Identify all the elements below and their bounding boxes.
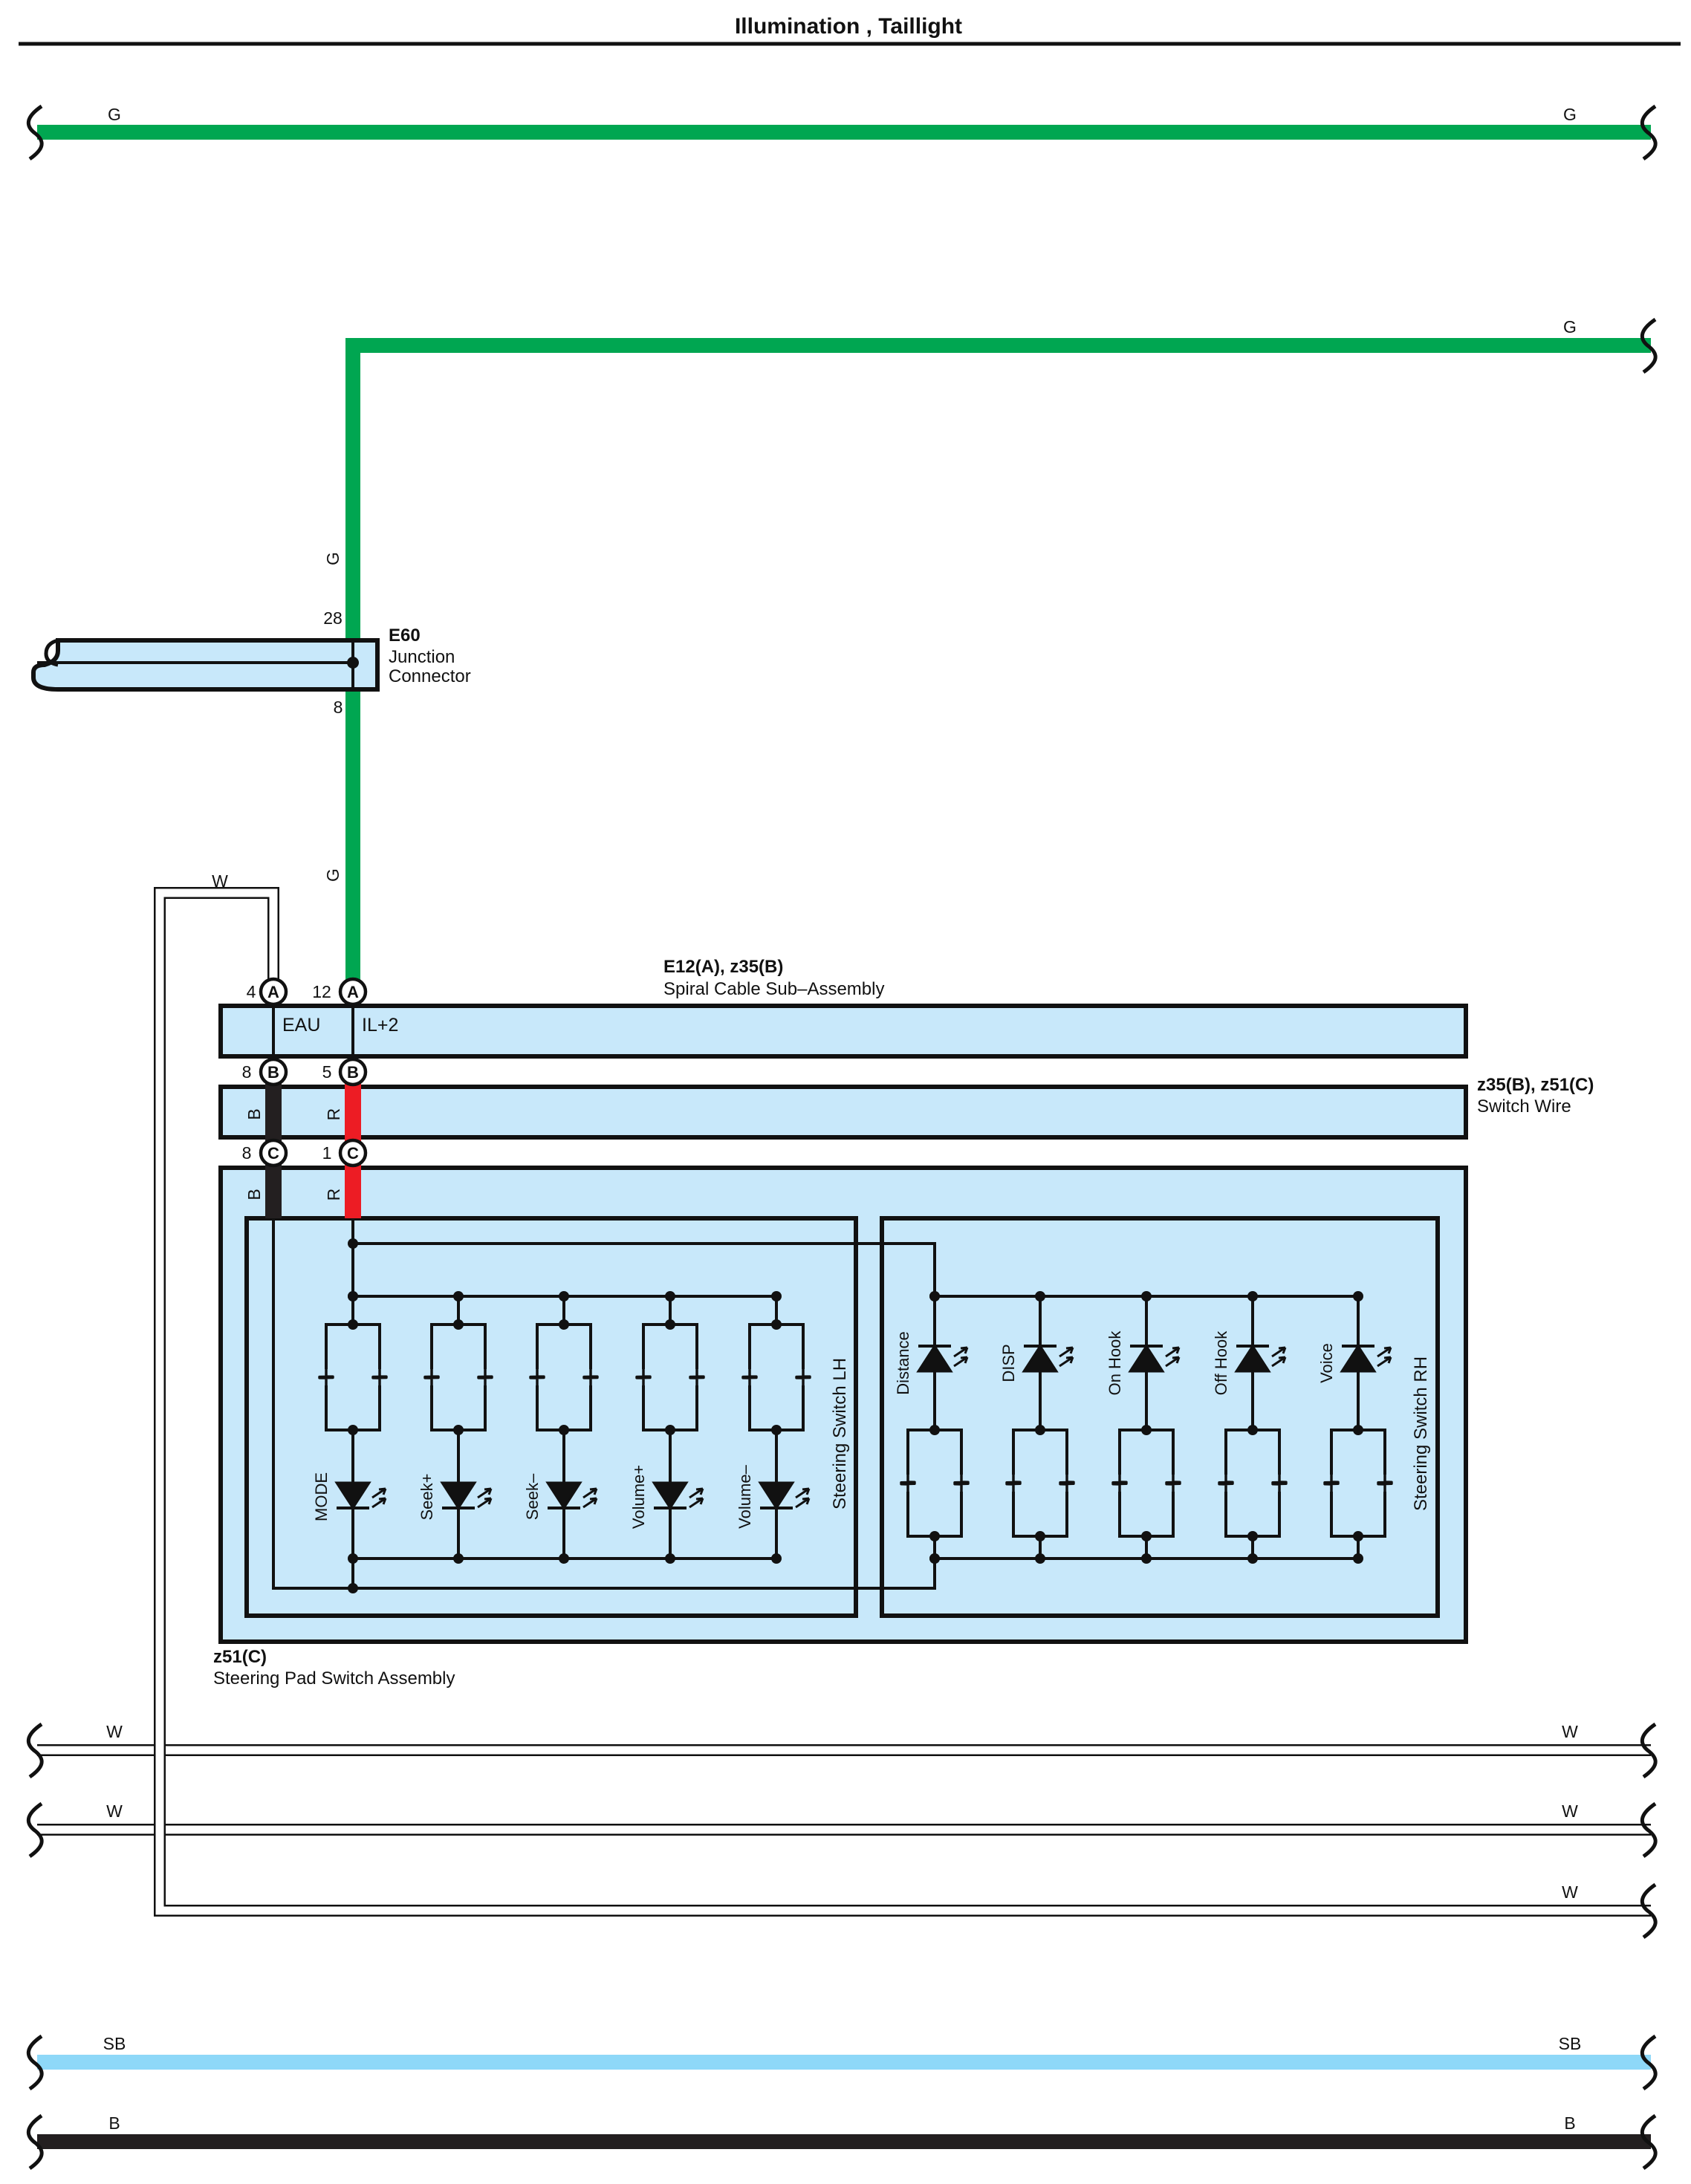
lh-switch-unit: Volume+ [629, 1291, 705, 1564]
switch-wire-pin-left: 8 [242, 1062, 252, 1082]
wire-w2: W W [27, 1801, 1658, 1859]
e60-line1: Junction [389, 647, 455, 667]
rh-switch-label: Voice [1317, 1343, 1336, 1383]
wire-label: B [108, 2113, 120, 2133]
e60-junction-connector: 28 8 E60 Junction Connector [31, 608, 471, 717]
e60-pin-bottom: 8 [334, 698, 343, 717]
wire-b: B B [27, 2113, 1658, 2171]
spiral-pin-il: 12 [312, 982, 331, 1001]
rh-switch-unit: Off Hook [1212, 1291, 1288, 1564]
rh-label: Steering Switch RH [1411, 1356, 1431, 1511]
rh-switch-unit: On Hook [1106, 1291, 1181, 1564]
wire-w-loop: W W [154, 871, 1658, 1940]
pad-name: Steering Pad Switch Assembly [213, 1668, 455, 1689]
spiral-term-il: IL+2 [362, 1015, 398, 1036]
steering-switch-lh: MODE Seek+ Seek– Volume+ Volume– [312, 1291, 811, 1564]
wire-label: SB [103, 2034, 126, 2053]
wire-label: W [212, 871, 228, 891]
lh-switch-label: Seek– [523, 1473, 542, 1520]
wire-sb: SB SB [27, 2034, 1658, 2091]
lh-label: Steering Switch LH [830, 1358, 850, 1509]
lh-switch-label: Seek+ [418, 1474, 436, 1521]
wire-w1: W W [27, 1722, 1658, 1779]
lh-switch-label: Volume+ [629, 1465, 648, 1529]
e60-id: E60 [389, 625, 421, 646]
e60-pin-top: 28 [323, 608, 343, 628]
rh-switch-label: On Hook [1106, 1330, 1124, 1396]
wire-label: G [1563, 317, 1577, 337]
lh-switch-unit: Seek+ [418, 1291, 493, 1564]
spiral-id: E12(A), z35(B) [663, 957, 783, 977]
wire-label: G [323, 868, 343, 882]
wire-label: G [323, 552, 343, 565]
wire-label: SB [1559, 2034, 1582, 2053]
svg-text:B: B [267, 1063, 279, 1082]
wire-label: W [1562, 1801, 1578, 1821]
rh-switch-unit: DISP [999, 1291, 1075, 1564]
wire-g-top: G G [27, 104, 1658, 161]
switch-wire-name: Switch Wire [1477, 1096, 1571, 1117]
svg-text:B: B [347, 1063, 359, 1082]
steering-pad-switch-assembly: B R C C 8 1 z51(C) Steering Pad Switch A… [213, 1138, 1468, 1689]
svg-text:A: A [347, 983, 359, 1001]
switch-wire-pin-right: 5 [322, 1062, 332, 1082]
steering-switch-rh: Distance DISP On Hook Off Hook Voice [894, 1291, 1393, 1564]
pad-id: z51(C) [213, 1647, 267, 1667]
rh-switch-unit: Distance [894, 1291, 970, 1564]
spiral-name: Spiral Cable Sub–Assembly [663, 979, 884, 999]
lh-switch-label: MODE [312, 1472, 331, 1521]
wire-label: W [106, 1722, 123, 1741]
spiral-term-eau: EAU [282, 1015, 320, 1036]
e60-line2: Connector [389, 666, 471, 686]
wire-label: G [1563, 105, 1577, 124]
wire-label: G [108, 105, 121, 124]
lh-switch-unit: MODE [312, 1291, 388, 1564]
switch-wire-id: z35(B), z51(C) [1477, 1075, 1594, 1095]
svg-text:R: R [324, 1108, 343, 1121]
svg-text:B: B [244, 1108, 264, 1119]
diagram-title: Illumination , Taillight [735, 14, 962, 39]
wire-label: B [1564, 2113, 1575, 2133]
rh-switch-unit: Voice [1317, 1291, 1393, 1564]
lh-switch-unit: Seek– [523, 1291, 599, 1564]
wire-g-branch: G G G [323, 317, 1658, 988]
spiral-pin-eau: 4 [247, 982, 256, 1001]
rh-switch-label: Distance [894, 1331, 912, 1395]
wire-label: W [1562, 1882, 1578, 1902]
rh-switch-label: DISP [999, 1344, 1018, 1382]
svg-text:C: C [267, 1144, 279, 1163]
svg-text:B: B [244, 1189, 264, 1200]
wire-label: W [106, 1801, 123, 1821]
pad-pin-left: 8 [242, 1143, 252, 1163]
svg-text:C: C [347, 1144, 359, 1163]
wire-label: W [1562, 1722, 1578, 1741]
lh-switch-label: Volume– [736, 1464, 754, 1528]
svg-text:A: A [267, 983, 279, 1001]
lh-switch-unit: Volume– [736, 1291, 811, 1564]
switch-wire: B R B B 8 5 z35(B), z51(C) Switch Wire [218, 1057, 1594, 1152]
spiral-cable-sub-assembly: EAU IL+2 E12(A), z35(B) Spiral Cable Sub… [218, 957, 1468, 1059]
pad-pin-right: 1 [322, 1143, 332, 1163]
rh-switch-label: Off Hook [1212, 1330, 1230, 1395]
svg-text:R: R [324, 1189, 343, 1201]
